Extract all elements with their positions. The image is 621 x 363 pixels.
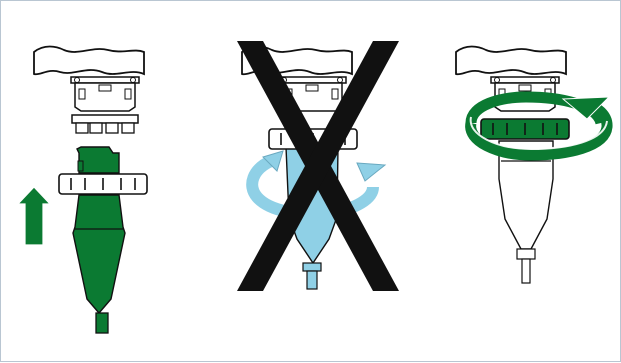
rotate-arrow-icon — [465, 96, 613, 161]
connector-socket — [71, 114, 139, 134]
coupling-nut — [480, 118, 570, 140]
outline-connector-plug — [498, 140, 554, 284]
panel-rotate-nut — [455, 45, 613, 284]
up-arrow-icon — [16, 186, 52, 246]
mounting-plate — [455, 45, 567, 76]
panel-push-up — [16, 45, 148, 334]
mounting-plate — [33, 45, 145, 76]
sensor-housing — [70, 76, 140, 112]
coupling-nut — [58, 173, 148, 195]
cross-icon — [237, 41, 399, 291]
panel-twist-cable — [237, 41, 399, 291]
green-connector-plug — [72, 146, 126, 334]
